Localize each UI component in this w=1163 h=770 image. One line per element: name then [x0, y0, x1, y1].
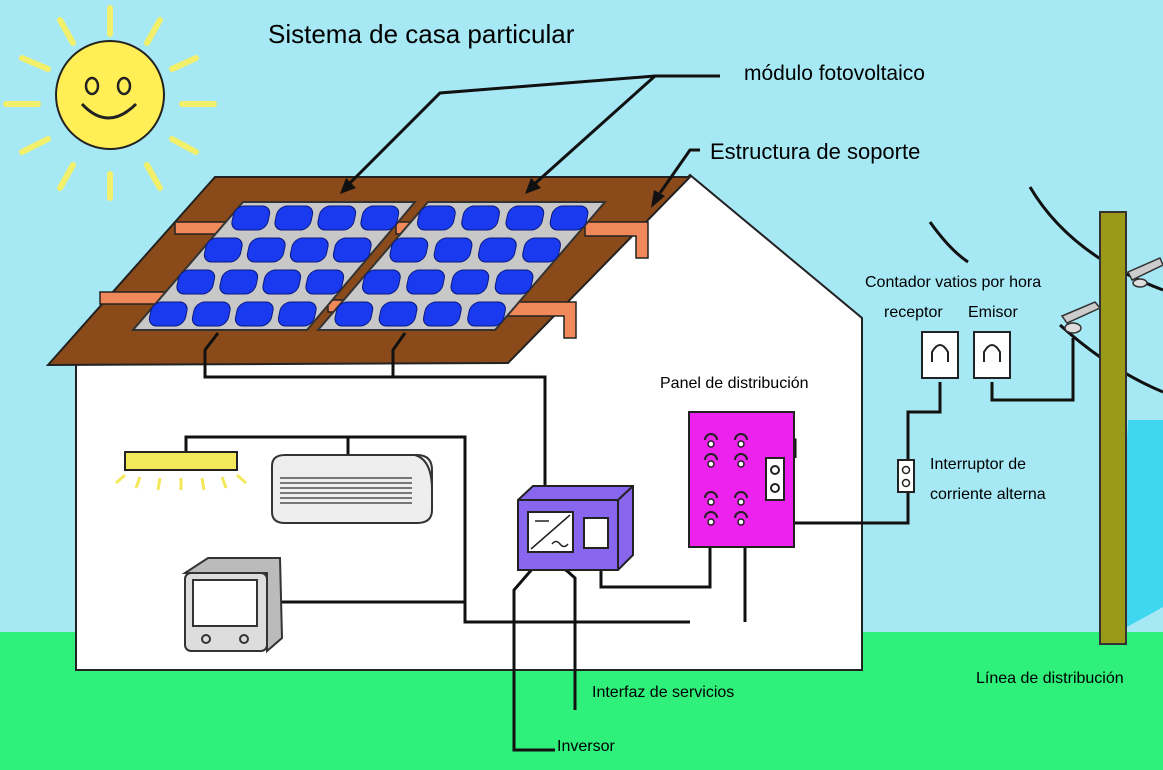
label-inverter: Inversor	[557, 738, 615, 755]
distribution-panel-icon	[688, 411, 795, 548]
solar-cells	[148, 205, 589, 327]
solar-cell	[219, 269, 259, 295]
solar-cell	[305, 269, 345, 295]
solar-cell	[549, 205, 589, 231]
solar-cell	[262, 269, 302, 295]
solar-cell	[362, 269, 401, 295]
light-fixture-icon	[115, 451, 247, 491]
solar-cell	[461, 205, 500, 231]
solar-cell	[289, 237, 329, 263]
label-distribution-panel: Panel de distribución	[660, 375, 809, 392]
solar-cell	[406, 269, 445, 295]
breaker-icon	[897, 459, 915, 493]
inverter-icon	[517, 485, 634, 571]
label-emitter: Emisor	[968, 304, 1018, 321]
label-distribution-line: Línea de distribución	[976, 670, 1124, 687]
solar-panel-icon	[130, 201, 608, 331]
solar-cell	[505, 205, 545, 231]
solar-cell	[246, 237, 286, 263]
solar-cell	[423, 301, 462, 327]
solar-cell	[332, 237, 372, 263]
callout-lines	[343, 74, 720, 752]
solar-cell	[191, 301, 231, 327]
label-ac-switch-line2: corriente alterna	[930, 486, 1046, 503]
solar-cell	[522, 237, 561, 263]
label-pv-module: módulo fotovoltaico	[744, 62, 925, 85]
label-receiver: receptor	[884, 304, 943, 321]
label-support-structure: Estructura de soporte	[710, 139, 920, 164]
solar-cell	[274, 205, 314, 231]
label-service-interface: Interfaz de servicios	[592, 684, 734, 701]
solar-cell	[277, 301, 317, 327]
meter-icon	[921, 331, 1011, 379]
solar-cell	[317, 205, 357, 231]
solar-cell	[417, 205, 456, 231]
solar-cell	[148, 301, 188, 327]
solar-cell	[360, 205, 400, 231]
television-icon	[181, 557, 284, 654]
diagram-title: Sistema de casa particular	[268, 19, 575, 49]
solar-cell	[478, 237, 517, 263]
solar-cell	[378, 301, 418, 327]
solar-cell	[433, 237, 473, 263]
solar-cell	[389, 237, 429, 263]
utility-pole-icon	[1060, 211, 1163, 645]
solar-cell	[231, 205, 271, 231]
solar-cell	[467, 301, 506, 327]
solar-cell	[203, 237, 243, 263]
sun-icon	[3, 5, 217, 201]
solar-cell	[494, 269, 534, 295]
solar-cell	[450, 269, 490, 295]
label-ac-switch-line1: Interruptor de	[930, 456, 1026, 473]
label-meter-title: Contador vatios por hora	[865, 274, 1041, 291]
solar-cell	[176, 269, 216, 295]
air-conditioner-icon	[271, 454, 433, 524]
solar-cell	[334, 301, 374, 327]
solar-cell	[234, 301, 274, 327]
